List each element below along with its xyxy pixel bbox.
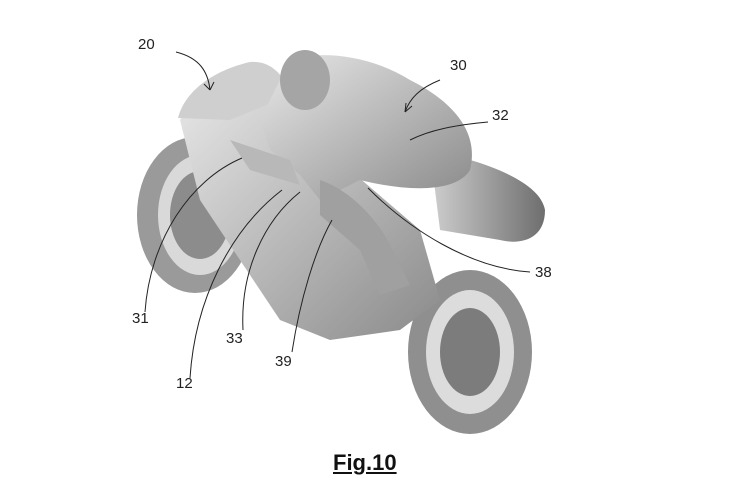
label-20: 20 [138, 36, 155, 53]
label-32: 32 [492, 107, 509, 124]
label-38: 38 [535, 264, 552, 281]
label-12: 12 [176, 375, 193, 392]
leader-lines [144, 51, 531, 379]
rider-helmet [280, 50, 330, 110]
figure-caption: Fig.10 [333, 450, 397, 475]
rear-wheel [408, 270, 532, 434]
windscreen [178, 61, 290, 120]
rider-leg [320, 180, 410, 295]
label-33: 33 [226, 330, 243, 347]
label-39: 39 [275, 353, 292, 370]
label-30: 30 [450, 57, 467, 74]
rider-arm [230, 140, 300, 185]
label-31: 31 [132, 310, 149, 327]
